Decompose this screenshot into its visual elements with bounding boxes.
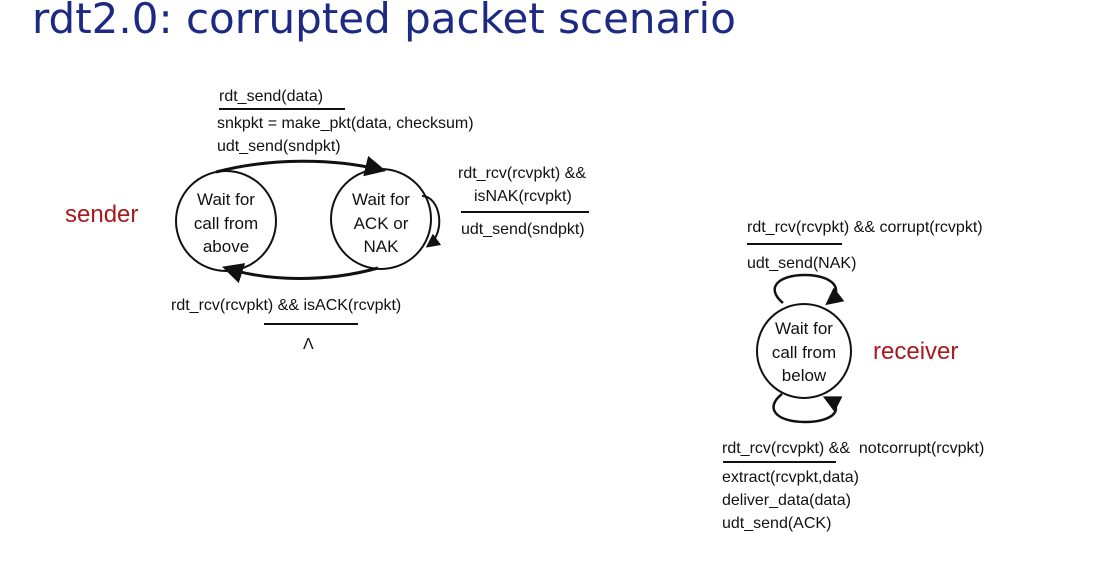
ok-action-3: udt_send(ACK) bbox=[722, 515, 831, 532]
arrow-send-transition bbox=[215, 155, 387, 177]
nak-event-2: isNAK(rcvpkt) bbox=[474, 188, 572, 205]
ok-event: rdt_rcv(rcvpkt) && notcorrupt(rcvpkt) bbox=[722, 440, 984, 457]
ok-action-1: extract(rcvpkt,data) bbox=[722, 469, 859, 486]
send-action-2: udt_send(sndpkt) bbox=[217, 138, 341, 155]
state-wait-ack-line2: ACK or bbox=[354, 214, 409, 233]
receiver-label: receiver bbox=[873, 338, 958, 365]
ack-event: rdt_rcv(rcvpkt) && isACK(rcvpkt) bbox=[171, 297, 401, 314]
state-wait-above-line3: above bbox=[203, 237, 249, 256]
nak-action: udt_send(sndpkt) bbox=[461, 221, 585, 238]
send-event: rdt_send(data) bbox=[219, 88, 323, 105]
state-wait-below-line1: Wait for bbox=[775, 319, 833, 338]
ok-action-2: deliver_data(data) bbox=[722, 492, 851, 509]
slide-title: rdt2.0: corrupted packet scenario bbox=[32, 0, 736, 43]
state-wait-above-line1: Wait for bbox=[197, 190, 255, 209]
arrow-corrupt-self-loop bbox=[773, 273, 845, 306]
arrow-nak-self-loop bbox=[421, 195, 442, 248]
ack-action: Λ bbox=[303, 336, 314, 353]
send-action-1: snkpkt = make_pkt(data, checksum) bbox=[217, 115, 474, 132]
state-wait-ack-line1: Wait for bbox=[352, 190, 410, 209]
nak-event-1: rdt_rcv(rcvpkt) && bbox=[458, 165, 586, 182]
sender-label: sender bbox=[65, 201, 138, 228]
state-wait-above-line2: call from bbox=[194, 214, 258, 233]
arrow-ack-transition bbox=[221, 263, 379, 284]
state-wait-ack-line3: NAK bbox=[364, 237, 400, 256]
state-wait-ack-nak: Wait for ACK or NAK bbox=[330, 168, 432, 270]
state-wait-below-line3: below bbox=[782, 366, 827, 385]
state-wait-call-above: Wait for call from above bbox=[175, 170, 277, 272]
state-wait-below-line2: call from bbox=[772, 343, 836, 362]
corrupt-event: rdt_rcv(rcvpkt) && corrupt(rcvpkt) bbox=[747, 219, 983, 236]
state-wait-call-below: Wait for call from below bbox=[756, 303, 852, 399]
arrow-ok-self-loop bbox=[772, 393, 843, 424]
corrupt-action: udt_send(NAK) bbox=[747, 255, 856, 272]
